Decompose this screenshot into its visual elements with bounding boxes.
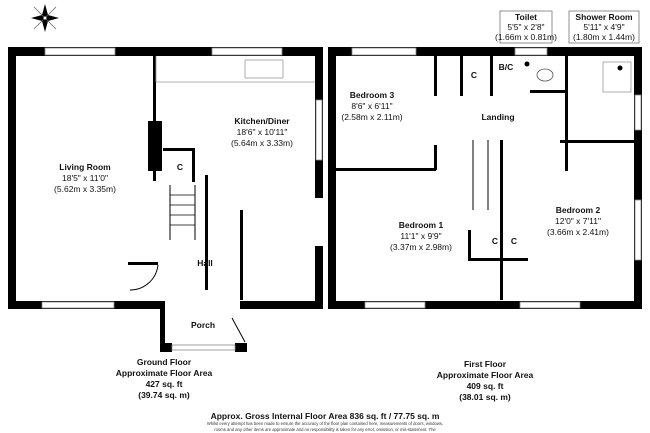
toilet-imperial: 5'5" x 2'8" xyxy=(507,22,544,32)
bedroom2-imperial: 12'0" x 7'11" xyxy=(555,216,601,226)
bedroom3-name: Bedroom 3 xyxy=(350,90,395,100)
cupboard-top-label: C xyxy=(471,70,477,80)
ground-floor-subtitle: Approximate Floor Area xyxy=(116,368,213,378)
gross-area: Approx. Gross Internal Floor Area 836 sq… xyxy=(211,411,440,421)
toilet-metric: (1.66m x 0.81m) xyxy=(495,32,557,42)
first-floor-sqft: 409 sq. ft xyxy=(467,381,504,391)
first-floor-title: First Floor xyxy=(464,359,507,369)
ground-floor-sqm: (39.74 sq. m) xyxy=(138,390,190,400)
bedroom2-name: Bedroom 2 xyxy=(556,205,601,215)
boiler-cupboard-label: B/C xyxy=(499,62,514,72)
living-room-imperial: 18'5" x 11'0" xyxy=(62,173,108,183)
first-floor-summary: First Floor Approximate Floor Area 409 s… xyxy=(437,359,534,402)
kitchen-imperial: 18'6" x 10'11" xyxy=(237,127,288,137)
bedroom1-metric: (3.37m x 2.98m) xyxy=(390,242,452,252)
bedroom2-metric: (3.66m x 2.41m) xyxy=(547,227,609,237)
bedroom3-imperial: 8'6" x 6'11" xyxy=(351,101,392,111)
shower-room-metric: (1.80m x 1.44m) xyxy=(573,32,635,42)
shower-room-name: Shower Room xyxy=(575,12,633,22)
bedroom3-metric: (2.58m x 2.11m) xyxy=(341,112,402,122)
ground-floor-title: Ground Floor xyxy=(137,357,192,367)
bedroom1-imperial: 11'1" x 9'9" xyxy=(400,231,441,241)
first-floor-plan: Bedroom 3 8'6" x 6'11" (2.58m x 2.11m) L… xyxy=(328,10,642,309)
toilet-name: Toilet xyxy=(515,12,537,22)
cupboard-right-label: C xyxy=(511,236,517,246)
ground-floor-summary: Ground Floor Approximate Floor Area 427 … xyxy=(116,357,213,400)
living-room-name: Living Room xyxy=(59,162,111,172)
bedroom1-name: Bedroom 1 xyxy=(399,220,444,230)
disclaimer-line-1: Whilst every attempt has been made to en… xyxy=(207,421,443,426)
cupboard-label: C xyxy=(177,162,183,172)
cupboard-left-label: C xyxy=(492,236,498,246)
living-room-metric: (5.62m x 3.35m) xyxy=(54,184,116,194)
hall-label: Hall xyxy=(197,258,213,268)
shower-room-imperial: 5'11" x 4'9" xyxy=(583,22,624,32)
ground-floor-plan: Living Room 18'5" x 11'0" (5.62m x 3.35m… xyxy=(8,47,324,352)
porch-label: Porch xyxy=(191,320,215,330)
kitchen-metric: (5.64m x 3.33m) xyxy=(231,138,293,148)
ground-floor-sqft: 427 sq. ft xyxy=(146,379,183,389)
disclaimer-line-2: rooms and any other items are approximat… xyxy=(214,427,436,432)
landing-label: Landing xyxy=(481,112,514,122)
compass-rose-icon xyxy=(31,4,59,32)
kitchen-name: Kitchen/Diner xyxy=(234,116,290,126)
first-floor-subtitle: Approximate Floor Area xyxy=(437,370,534,380)
first-floor-sqm: (38.01 sq. m) xyxy=(459,392,511,402)
